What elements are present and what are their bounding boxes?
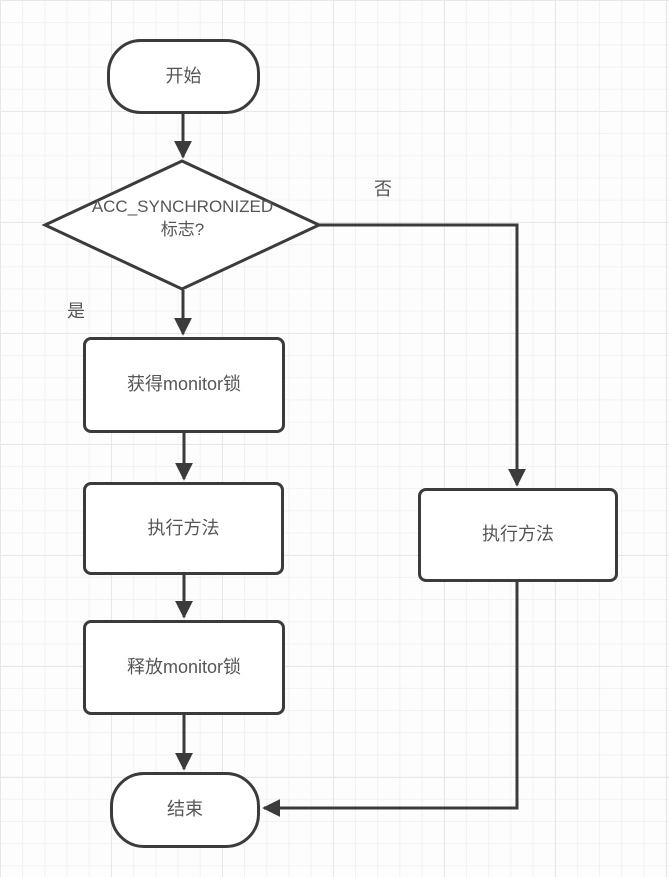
execute-method-left-label: 执行方法 [147, 517, 220, 538]
execute-method-right-label: 执行方法 [482, 524, 554, 545]
start-node-label: 开始 [165, 65, 202, 86]
edge-label-yes: 是 [67, 301, 85, 321]
end-node: 结束 [110, 772, 260, 848]
start-node: 开始 [107, 39, 260, 114]
decision-label-line1: ACC_SYNCHRONIZED [91, 197, 274, 216]
end-node-label: 结束 [167, 799, 203, 820]
decision-label-line2: 标志? [160, 219, 205, 239]
process-execute-method-right: 执行方法 [418, 488, 618, 582]
acquire-lock-label: 获得monitor锁 [126, 374, 242, 395]
edge-label-no: 否 [374, 179, 392, 199]
release-lock-label: 释放monitor锁 [126, 656, 242, 677]
process-release-monitor-lock: 释放monitor锁 [83, 620, 285, 715]
decision-node-label: ACC_SYNCHRONIZED 标志? [60, 196, 305, 242]
edge-decision-to-execute-right [319, 223, 526, 487]
process-acquire-monitor-lock: 获得monitor锁 [83, 337, 285, 433]
process-execute-method-left: 执行方法 [83, 482, 284, 575]
decision-node-shape [41, 159, 323, 291]
edge-execute-right-to-end [262, 582, 519, 817]
